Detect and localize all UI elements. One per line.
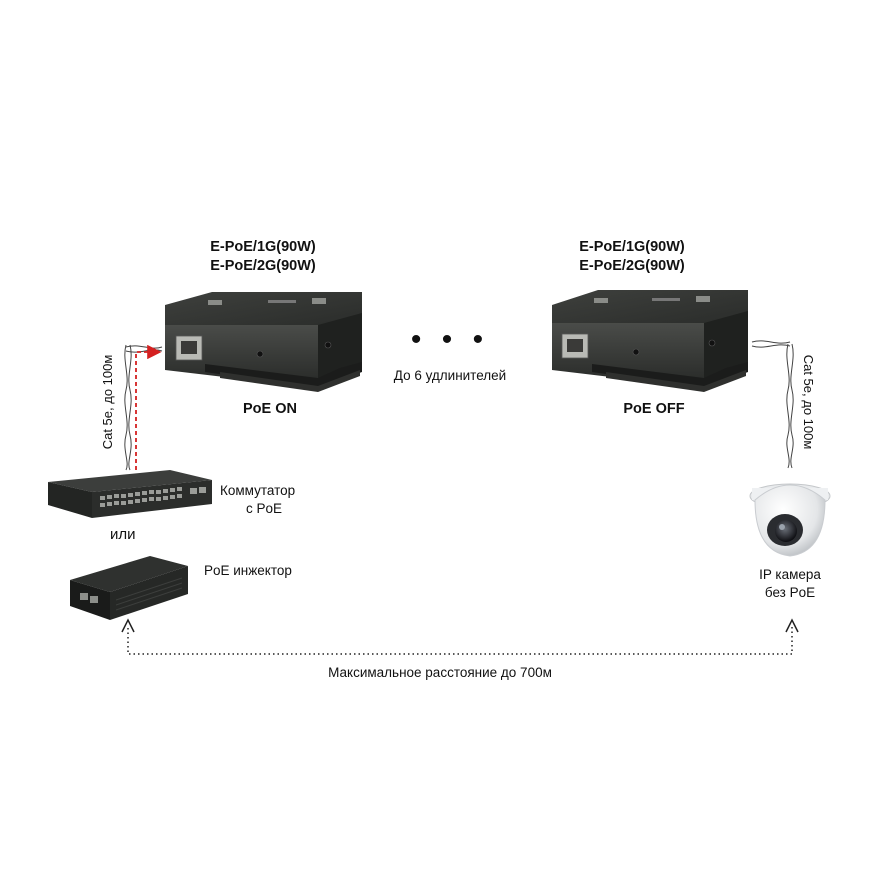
camera-label: IP камера без PoE: [730, 566, 850, 602]
switch-label: Коммутатор с PoE: [220, 482, 360, 518]
extender-left-model-line1: E-PoE/1G(90W): [210, 239, 316, 255]
poe-switch-device: [48, 470, 212, 518]
poe-injector-device: [70, 556, 188, 620]
cable-right: [751, 340, 794, 469]
extender-left-mode: PoE ON: [243, 401, 297, 417]
chain-label: До 6 удлинителей: [393, 368, 507, 383]
cable-right-label: Cat 5e, до 100м: [801, 354, 816, 450]
cable-left: [124, 344, 163, 471]
distance-label: Максимальное расстояние до 700м: [328, 665, 552, 680]
extender-left-model-line2: E-PoE/2G(90W): [210, 258, 316, 274]
switch-label-line2: с PoE: [246, 501, 283, 516]
switch-label-line1: Коммутатор: [220, 483, 296, 498]
or-label: или: [110, 526, 136, 543]
power-flow-arrow: [135, 344, 162, 470]
extender-right-device: [552, 290, 748, 392]
camera-label-line1: IP камера: [759, 567, 821, 582]
extender-right-model: E-PoE/1G(90W) E-PoE/2G(90W): [522, 238, 742, 276]
extender-right-model-line1: E-PoE/1G(90W): [579, 239, 685, 255]
rj45-port-icon: [175, 335, 203, 361]
distance-line: [121, 618, 799, 655]
camera-label-line2: без PoE: [764, 585, 816, 600]
extender-right-model-line2: E-PoE/2G(90W): [579, 258, 685, 274]
cable-left-label: Cat 5e, до 100м: [100, 354, 115, 450]
extender-left-model: E-PoE/1G(90W) E-PoE/2G(90W): [153, 238, 373, 276]
extender-left-device: [165, 292, 362, 392]
ip-camera-device: [749, 483, 831, 557]
extender-right-mode: PoE OFF: [623, 401, 685, 417]
chain-dots: • • •: [410, 323, 490, 356]
injector-label: PoE инжектор: [204, 563, 292, 578]
